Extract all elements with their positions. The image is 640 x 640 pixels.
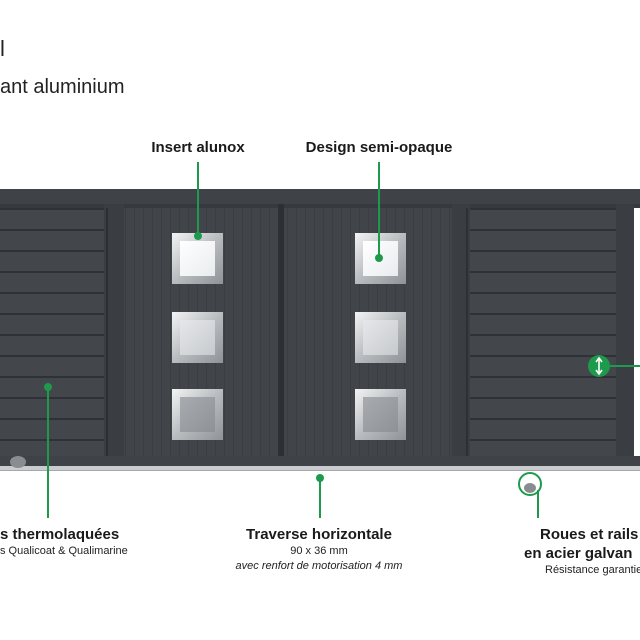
callout-traverse-detail2: avec renfort de motorisation 4 mm (235, 560, 403, 572)
page-title-fragment: l (0, 36, 5, 61)
callout-lames-detail: s Qualicoat & Qualimarine (0, 545, 128, 557)
callout-traverse-title: Traverse horizontale (246, 526, 392, 543)
window-a3 (172, 389, 223, 440)
slat-panel-right (470, 208, 616, 466)
window-a2 (172, 312, 223, 363)
page-subtitle: ant aluminium (0, 76, 125, 98)
callout-traverse-detail1: 90 x 36 mm (290, 545, 348, 557)
gate-top-rail (0, 189, 640, 204)
stile-right (452, 204, 470, 466)
window-b2 (355, 312, 406, 363)
callout-roues-title2: en acier galvan (524, 545, 633, 562)
ground-rail (0, 466, 640, 471)
slat-panel-left (0, 208, 104, 466)
gate-frame-right (616, 204, 634, 466)
vertical-arrows-icon (588, 355, 610, 377)
wheel-left (10, 456, 26, 468)
callout-roues-title1: Roues et rails (540, 526, 639, 543)
window-b3 (355, 389, 406, 440)
window-a1 (172, 233, 223, 284)
callout-design-title: Design semi-opaque (305, 139, 453, 156)
gate-bottom-rail (0, 456, 640, 466)
wheel-highlight-ring (518, 472, 542, 496)
callout-lames-title: s thermolaquées (0, 526, 120, 543)
callout-insert-title: Insert alunox (151, 139, 245, 156)
stile-left (104, 204, 124, 466)
callout-roues-detail: Résistance garantie (545, 564, 640, 576)
wheel-right (524, 483, 536, 493)
